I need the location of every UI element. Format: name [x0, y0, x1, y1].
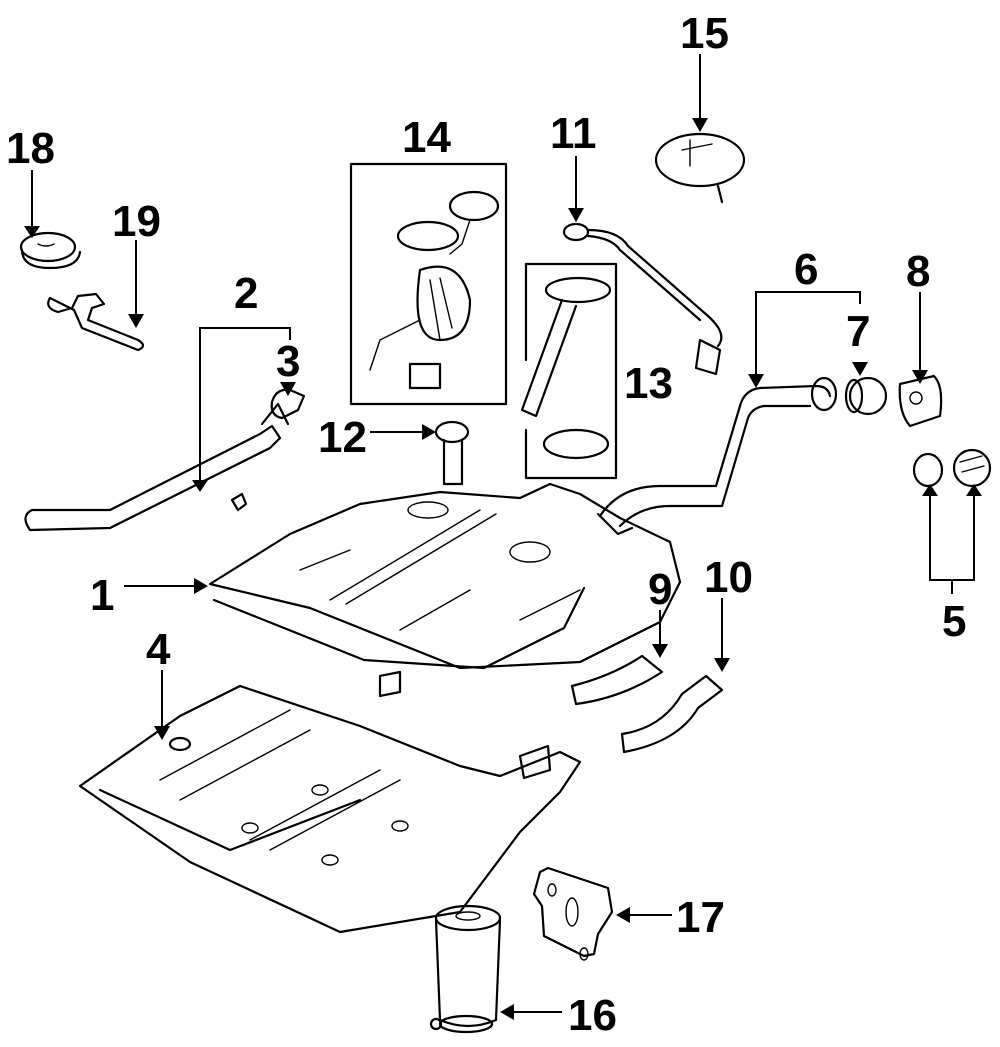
- callout-label: 18: [6, 124, 55, 173]
- callout-16: 16: [500, 991, 617, 1040]
- callout-label: 13: [624, 359, 673, 408]
- callout-13: 13: [624, 359, 673, 408]
- callout-3: 3: [276, 337, 300, 396]
- part-17-bracket[interactable]: [532, 866, 614, 961]
- part-18-cap[interactable]: [19, 231, 82, 270]
- callout-4: 4: [146, 625, 171, 740]
- part-13-sending-unit[interactable]: [520, 262, 618, 480]
- callout-9: 9: [648, 565, 672, 658]
- part-19-tether[interactable]: [47, 292, 145, 352]
- callout-label: 10: [704, 553, 753, 602]
- callout-label: 17: [676, 893, 725, 942]
- callout-label: 12: [318, 413, 367, 462]
- callout-label: 11: [550, 109, 597, 158]
- callout-18: 18: [6, 124, 55, 238]
- part-7-filler-grommet[interactable]: [844, 376, 888, 416]
- part-16-canister[interactable]: [429, 904, 502, 1034]
- callout-label: 2: [234, 269, 258, 318]
- part-6-filler-pipe[interactable]: [596, 376, 838, 536]
- callout-label: 1: [90, 571, 114, 620]
- callout-10: 10: [704, 553, 753, 672]
- callout-14: 14: [402, 113, 451, 162]
- part-5-fuel-cap[interactable]: [912, 448, 992, 488]
- callout-label: 15: [680, 9, 729, 58]
- part-1-fuel-tank[interactable]: [208, 482, 682, 698]
- part-11-fuel-line[interactable]: [562, 222, 723, 376]
- callout-19: 19: [112, 197, 161, 328]
- callout-label: 5: [942, 597, 966, 646]
- callout-label: 6: [794, 245, 818, 294]
- part-14-fuel-pump-assembly[interactable]: [349, 162, 508, 406]
- callout-17: 17: [616, 893, 725, 942]
- callout-label: 3: [276, 337, 300, 386]
- part-12-fuel-filter[interactable]: [434, 420, 470, 486]
- part-2-tank-strap[interactable]: [24, 402, 290, 532]
- part-3-strap-bracket[interactable]: [270, 388, 306, 420]
- callout-label: 4: [146, 625, 171, 674]
- part-10-hose[interactable]: [620, 674, 724, 754]
- callout-2: 2: [192, 269, 291, 492]
- callout-1: 1: [90, 571, 208, 620]
- callout-12: 12: [318, 413, 436, 462]
- callout-8: 8: [906, 247, 930, 384]
- callout-label: 19: [112, 197, 161, 246]
- callout-5: 5: [922, 484, 982, 646]
- callout-label: 8: [906, 247, 930, 296]
- part-4-tank-shield[interactable]: [78, 684, 582, 934]
- part-9-hose[interactable]: [570, 654, 664, 706]
- callout-label: 14: [402, 113, 451, 162]
- part-8-filler-housing[interactable]: [898, 374, 943, 428]
- callout-7: 7: [846, 307, 870, 376]
- callout-6: 6: [748, 245, 861, 388]
- callout-15: 15: [680, 9, 729, 132]
- callout-label: 7: [846, 307, 870, 356]
- callout-label: 16: [568, 991, 617, 1040]
- callout-11: 11: [550, 109, 597, 222]
- part-15-pump-cover[interactable]: [654, 132, 746, 204]
